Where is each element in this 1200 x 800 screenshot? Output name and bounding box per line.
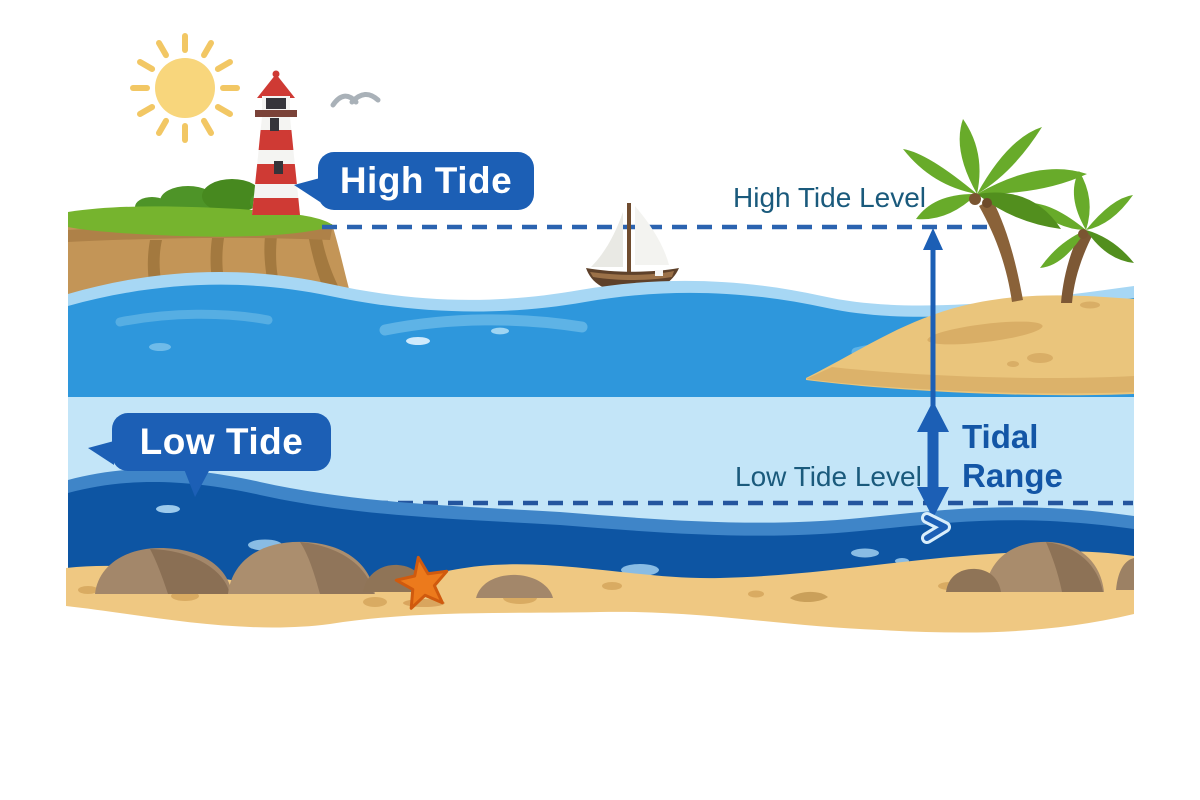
sun-icon [130, 33, 240, 143]
palm-trees-icon [903, 119, 1134, 303]
sailboat-icon [586, 203, 679, 293]
high-tide-bubble: High Tide [294, 152, 534, 210]
bubble-tail [88, 441, 114, 465]
low-tide-level-label: Low Tide Level [735, 461, 922, 492]
beach-island [806, 295, 1134, 396]
bubble-tail [184, 469, 210, 497]
high-tide-level-label: High Tide Level [733, 182, 927, 213]
tidal-range-label: Tidal Range [962, 418, 1063, 494]
tidal-range-arrow [917, 228, 949, 518]
starfish-icon [394, 555, 449, 610]
low-tide-bubble-label: Low Tide [139, 421, 304, 462]
chevron-wave-icon [921, 512, 951, 544]
lighthouse-icon [252, 70, 300, 215]
bubble-tail [294, 178, 320, 202]
seagull-icon [330, 92, 381, 108]
low-tide-bubble: Low Tide [88, 413, 331, 497]
rock-icon [95, 541, 1134, 598]
high-tide-bubble-label: High Tide [339, 160, 513, 201]
